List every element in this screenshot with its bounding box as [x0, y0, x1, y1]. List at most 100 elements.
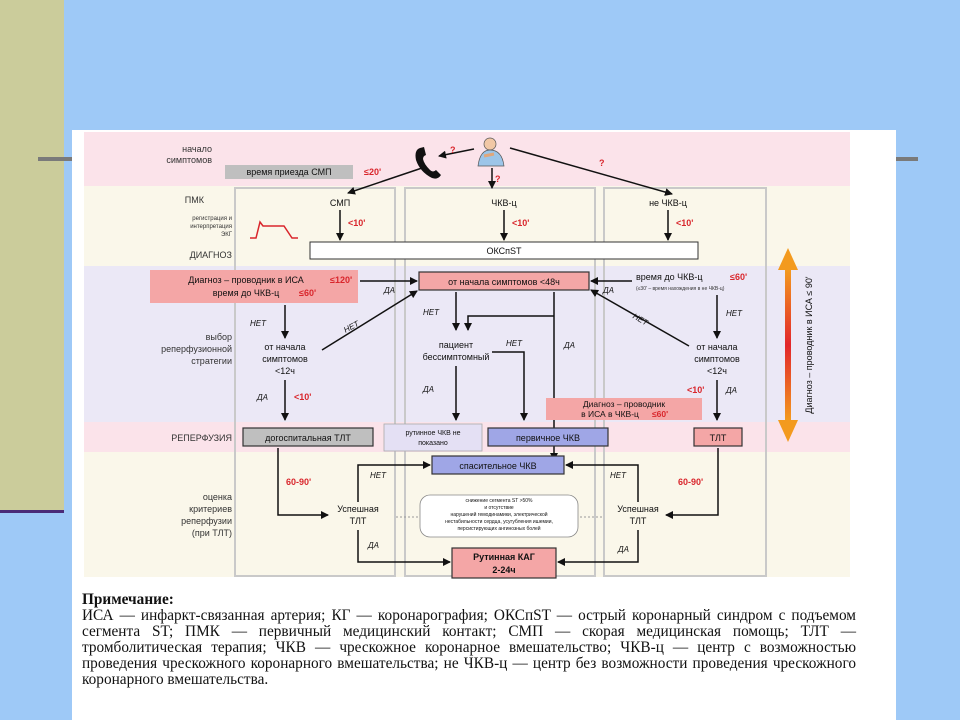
- yes-success-right: ДА: [617, 545, 629, 554]
- ems-time-label: время приезда СМП: [246, 167, 331, 177]
- right-onset-1: от начала: [696, 342, 737, 352]
- criteria-2: и отсутствие: [484, 505, 514, 511]
- column-smp: [234, 187, 396, 577]
- phone-icon: [415, 147, 441, 179]
- question-1: ?: [450, 145, 456, 155]
- ecg-note-1: регистрация и: [192, 216, 232, 222]
- oks-box: [309, 241, 699, 260]
- yes-asymp: ДА: [422, 385, 434, 394]
- row-label-strategy-3: стратегии: [191, 356, 232, 366]
- primary-pci-box: [487, 427, 609, 447]
- note-body: ИСА — инфаркт-связанная артерия; КГ — ко…: [82, 607, 856, 688]
- flow-diagram: начало симптомов ПМК регистрация и интер…: [84, 132, 850, 579]
- divider-line-purple: [0, 510, 64, 513]
- t6090-right: 60-90': [678, 477, 703, 487]
- row-label-assessment-3: реперфузии: [181, 516, 232, 526]
- criteria-box: [419, 494, 579, 538]
- no-left: НЕТ: [250, 319, 267, 328]
- row-label-strategy-2: реперфузионной: [161, 344, 232, 354]
- yes-left-top: ДА: [383, 286, 395, 295]
- no-success-left: НЕТ: [370, 471, 387, 480]
- ira-right-2: в ИСА в ЧКВ-ц: [581, 409, 639, 419]
- onset48-box: [418, 271, 590, 291]
- criteria-3: нарушений гемодинамики, электрической: [450, 511, 547, 518]
- left-t10: <10': [294, 392, 311, 402]
- row-label-onset-1: начало: [182, 144, 212, 154]
- criteria-4: нестабильности сердца, усугубления ишеми…: [445, 519, 553, 525]
- double-arrow-ira90: [778, 248, 798, 442]
- oks-label: ОКСпST: [486, 246, 522, 256]
- yes-left-mid: ДА: [256, 393, 268, 402]
- ems-time-value: ≤20': [364, 167, 381, 177]
- right-onset-2: симптомов: [694, 354, 740, 364]
- row-label-assessment-1: оценка: [203, 492, 232, 502]
- time-pci-value: ≤60': [730, 272, 747, 282]
- criteria-5: персистирующих ангинозных болей: [457, 525, 540, 532]
- yes-center: ДА: [563, 341, 575, 350]
- yes-right-mid: ДА: [725, 386, 737, 395]
- left-onset-1: от начала: [264, 342, 305, 352]
- no-success-right: НЕТ: [610, 471, 627, 480]
- ecg-note-2: интерпретация: [190, 224, 232, 230]
- band-onset: [84, 132, 850, 186]
- column-nonpci: [603, 187, 767, 577]
- ira-right-box: [546, 398, 702, 420]
- routine-not-2: показано: [418, 440, 448, 447]
- ira-right-1: Диагноз – проводник: [583, 399, 665, 409]
- success-left-1: Успешная: [337, 504, 379, 514]
- ira-left-1: Диагноз – проводник в ИСА: [188, 275, 304, 285]
- yes-success-left: ДА: [367, 541, 379, 550]
- col-smp-label: СМП: [330, 198, 350, 208]
- col-pci-label: ЧКВ-ц: [491, 198, 516, 208]
- asymp-2: бессимптомный: [423, 352, 490, 362]
- routine-not-box: [383, 423, 483, 452]
- question-2: ?: [495, 174, 501, 184]
- question-3: ?: [599, 158, 605, 168]
- row-label-reperfusion: РЕПЕРФУЗИЯ: [171, 433, 232, 443]
- ira-left-box: [150, 270, 358, 303]
- no-center: НЕТ: [423, 308, 440, 317]
- right-onset-3: <12ч: [707, 366, 727, 376]
- success-left-2: ТЛТ: [350, 516, 367, 526]
- prehosp-tlt-box: [242, 427, 374, 447]
- criteria-1: снижение сегмента ST >50%: [465, 498, 533, 504]
- ems-time-box: [225, 165, 353, 179]
- ira-left-2: время до ЧКВ-ц: [213, 288, 280, 298]
- ira-right-val: ≤60': [652, 409, 668, 419]
- row-label-strategy-1: выбор: [206, 332, 232, 342]
- primary-pci-label: первичное ЧКВ: [516, 433, 580, 443]
- rescue-pci-box: [431, 455, 565, 475]
- patient-icon: [477, 137, 505, 167]
- sidebar-decoration: [0, 0, 64, 512]
- row-label-assessment-2: критериев: [189, 504, 232, 514]
- routine-kag-2: 2-24ч: [492, 565, 515, 575]
- t10-smp: <10': [348, 218, 365, 228]
- vertical-label: Диагноз – проводник в ИСА ≤ 90': [804, 276, 814, 413]
- left-onset-3: <12ч: [275, 366, 295, 376]
- t10-nonpci: <10': [676, 218, 693, 228]
- note: Примечание: ИСА — инфаркт-связанная арте…: [82, 592, 856, 688]
- ira-left-1-val: ≤120': [330, 275, 352, 285]
- row-label-assessment-4: (при ТЛТ): [192, 528, 232, 538]
- success-right-1: Успешная: [617, 504, 659, 514]
- figure: начало симптомов ПМК регистрация и интер…: [72, 130, 896, 720]
- routine-not-1: рутинное ЧКВ не: [405, 430, 460, 437]
- routine-kag-box: [451, 547, 557, 579]
- no-asymp: НЕТ: [506, 339, 523, 348]
- note-title: Примечание:: [82, 591, 174, 608]
- ecg-note-3: ЭКГ: [221, 232, 233, 238]
- asymp-1: пациент: [439, 340, 473, 350]
- row-label-onset-2: симптомов: [166, 155, 212, 165]
- ecg-icon: [250, 220, 298, 239]
- left-onset-2: симптомов: [262, 354, 308, 364]
- prehosp-tlt-label: догоспитальная ТЛТ: [265, 433, 351, 443]
- yes-right-top: ДА: [602, 286, 614, 295]
- no-right: НЕТ: [726, 309, 743, 318]
- rescue-pci-label: спасительное ЧКВ: [459, 461, 536, 471]
- ira-left-2-val: ≤60': [299, 288, 316, 298]
- t6090-left: 60-90': [286, 477, 311, 487]
- row-label-pmk: ПМК: [185, 195, 205, 205]
- row-label-diagnosis: ДИАГНОЗ: [190, 250, 232, 260]
- time-pci-note: (≤30' – время нахождения в не ЧКВ-ц): [636, 286, 725, 292]
- onset48-label: от начала симптомов <48ч: [448, 277, 560, 287]
